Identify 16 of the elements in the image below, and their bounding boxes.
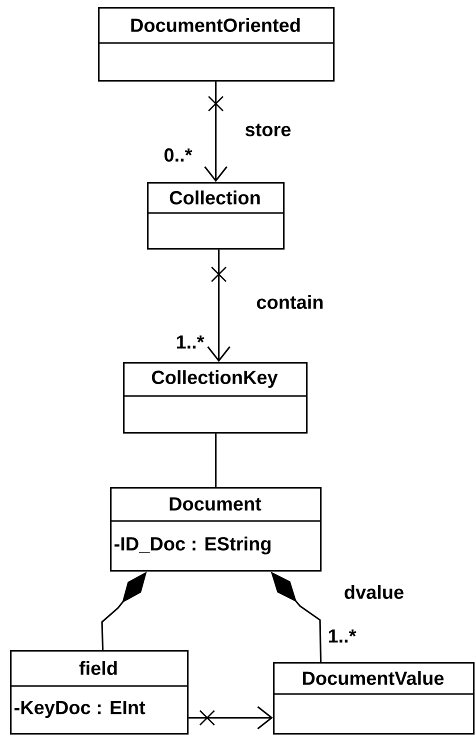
class-box: Collection [147, 182, 285, 250]
class-box: DocumentOriented [98, 7, 335, 82]
association-line [207, 250, 230, 362]
class-box: CollectionKey [123, 362, 308, 434]
edge-label: dvalue [344, 585, 404, 599]
association-line [215, 434, 217, 487]
multiplicity-label: 0..* [164, 148, 192, 162]
multiplicity-label: 1..* [176, 335, 204, 349]
multiplicity-label: 1..* [328, 629, 356, 643]
edge-label: contain [256, 295, 323, 309]
edge-label: store [245, 124, 291, 136]
class-box: DocumentValue [273, 662, 475, 735]
class-box: Document -ID_Doc : EString [110, 487, 322, 572]
class-box: field -KeyDoc : EInt [10, 650, 189, 735]
association-line [204, 82, 228, 182]
association-line [188, 706, 273, 730]
